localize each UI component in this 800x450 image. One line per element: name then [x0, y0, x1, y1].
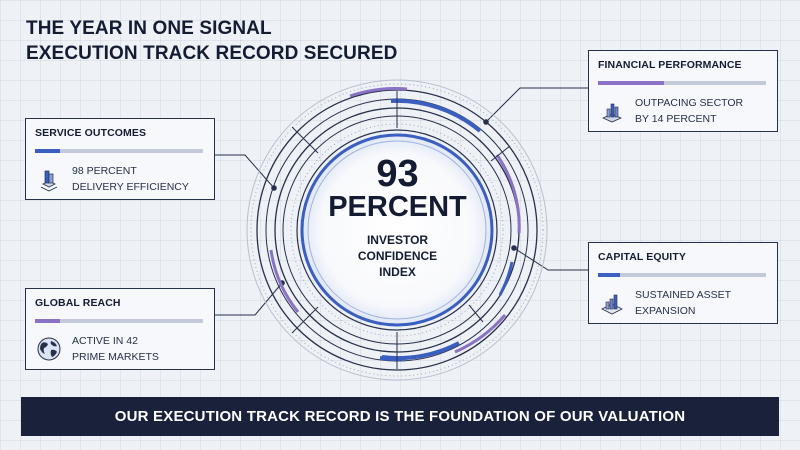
arc-bottom-purple: [454, 314, 507, 354]
globe-icon: [37, 337, 61, 361]
card-text: 98 PERCENT DELIVERY EFFICIENCY: [72, 163, 189, 195]
arc-top-purple: [349, 87, 408, 98]
card-title: GLOBAL REACH: [35, 297, 121, 309]
bar-chart-icon: [602, 103, 622, 123]
arc-bottom-blue-2: [381, 341, 460, 361]
confidence-label: INVESTOR CONFIDENCE INDEX: [300, 232, 495, 280]
arc-right-blue: [498, 261, 514, 296]
card-text: ACTIVE IN 42 PRIME MARKETS: [72, 333, 159, 365]
card-accent-bar-fill: [35, 319, 61, 323]
card-text-line-2: BY 14 PERCENT: [635, 113, 717, 125]
title-line-2: EXECUTION TRACK RECORD SECURED: [26, 43, 398, 64]
card-title: CAPITAL EQUITY: [598, 251, 686, 263]
capital-equity-card: CAPITAL EQUITY SUSTAINED ASSET EXPANSION: [588, 242, 778, 324]
card-text-line-2: PRIME MARKETS: [72, 351, 159, 363]
card-text-line-1: ACTIVE IN 42: [72, 335, 138, 347]
card-text-line-1: OUTPACING SECTOR: [635, 97, 744, 109]
card-text: OUTPACING SECTOR BY 14 PERCENT: [635, 95, 743, 127]
title-line-1: THE YEAR IN ONE SIGNAL: [26, 18, 272, 39]
connector-global: [215, 282, 283, 316]
page-title: THE YEAR IN ONE SIGNAL EXECUTION TRACK R…: [26, 16, 397, 66]
financial-performance-card: FINANCIAL PERFORMANCE OUTPACING SECTOR B…: [588, 50, 778, 132]
arc-top-blue: [390, 98, 482, 133]
card-text: SUSTAINED ASSET EXPANSION: [635, 287, 731, 319]
card-accent-bar-fill: [598, 81, 664, 85]
dial-rings: [246, 79, 548, 381]
card-text-line-2: DELIVERY EFFICIENCY: [72, 181, 189, 193]
connector-service: [215, 154, 275, 189]
server-stack-icon: [40, 170, 58, 192]
card-accent-bar: [598, 273, 766, 277]
card-accent-bar: [598, 81, 766, 85]
card-text-line-1: 98 PERCENT: [72, 165, 137, 177]
confidence-label-line-2: CONFIDENCE: [357, 249, 438, 263]
arc-right-purple: [495, 154, 521, 234]
arc-left-purple: [269, 249, 300, 313]
card-accent-bar: [35, 319, 203, 323]
card-title: SERVICE OUTCOMES: [35, 127, 147, 139]
confidence-value: 93: [376, 153, 419, 195]
card-accent-bar: [35, 149, 203, 153]
card-accent-bar-fill: [598, 273, 620, 277]
global-reach-card: GLOBAL REACH ACTIVE IN 42 PRIME MARKETS: [25, 288, 215, 370]
connector-financial: [485, 87, 588, 123]
confidence-label-line-1: INVESTOR: [366, 233, 429, 247]
service-outcomes-card: SERVICE OUTCOMES 98 PERCENT DELIVERY EFF…: [25, 118, 215, 200]
confidence-unit: PERCENT: [328, 191, 467, 223]
confidence-label-line-3: INDEX: [379, 265, 416, 279]
card-text-line-1: SUSTAINED ASSET: [635, 289, 732, 301]
bottom-banner: OUR EXECUTION TRACK RECORD IS THE FOUNDA…: [21, 397, 779, 436]
card-accent-bar-fill: [35, 149, 61, 153]
card-title: FINANCIAL PERFORMANCE: [598, 59, 742, 71]
card-text-line-2: EXPANSION: [635, 305, 696, 317]
asset-chart-icon: [601, 294, 623, 315]
